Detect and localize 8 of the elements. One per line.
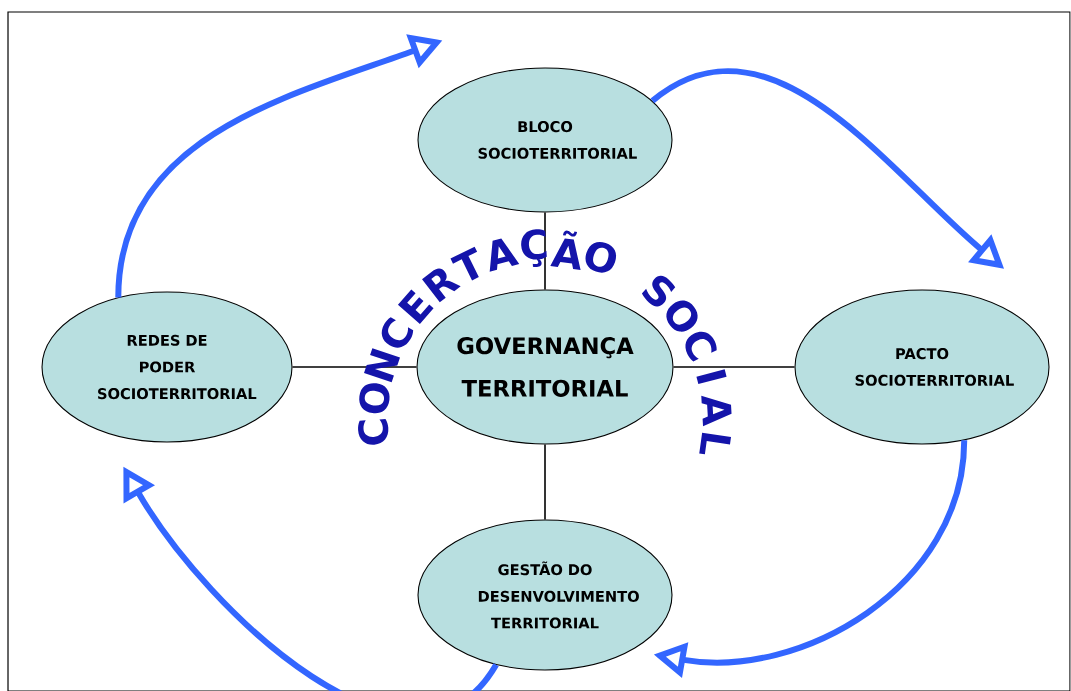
connector-line (544, 211, 546, 291)
connector-line (291, 366, 418, 368)
ellipse-node: PACTO SOCIOTERRITORIAL (794, 289, 1050, 445)
ellipse-node: GESTÃO DO DESENVOLVIMENTO TERRITORIAL (417, 519, 673, 671)
ellipse-node: REDES DE PODER SOCIOTERRITORIAL (41, 291, 293, 443)
ellipse-node: BLOCO SOCIOTERRITORIAL (417, 67, 673, 213)
connector-line (672, 366, 796, 368)
connector-line (544, 443, 546, 521)
